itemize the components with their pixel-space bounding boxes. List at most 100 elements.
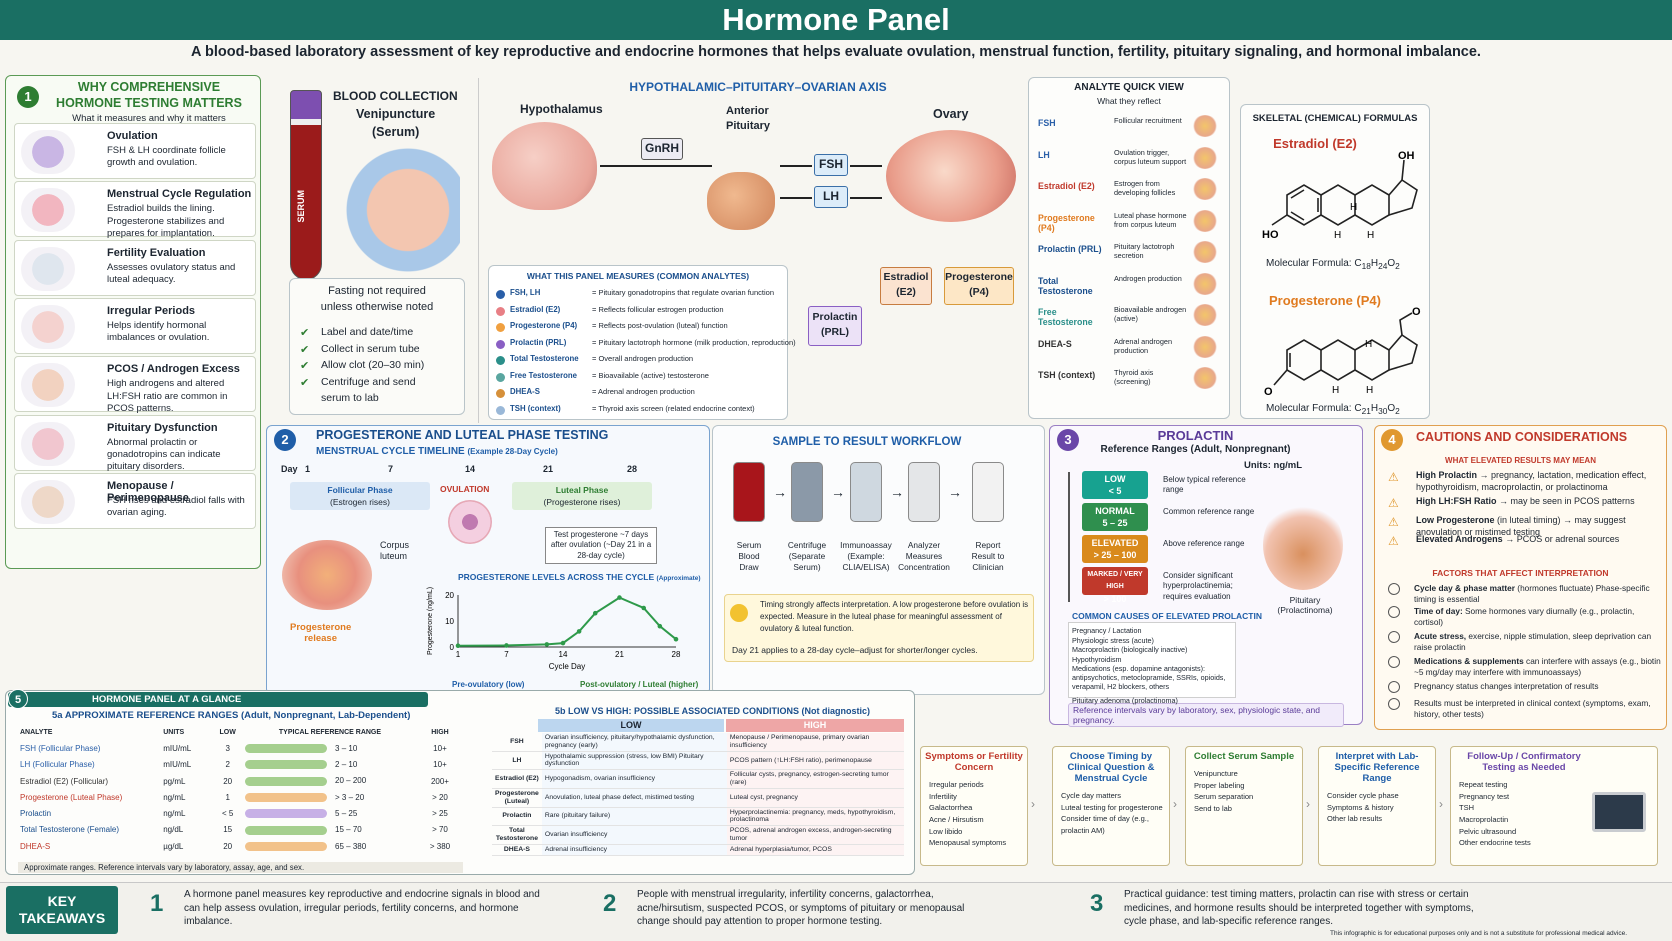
page-title: Hormone Panel [0, 0, 1672, 40]
condition-h: Luteal cyst, pregnancy [726, 788, 904, 808]
page-subtitle: A blood-based laboratory assessment of k… [191, 44, 1481, 60]
measure-desc: = Pituitary gonadotropins that regulate … [592, 288, 774, 297]
reference-u: mIU/mL [163, 743, 192, 753]
timeline-example: (Example 28-Day Cycle) [467, 447, 558, 456]
measure-analyte: Prolactin (PRL) [510, 337, 567, 347]
quick-desc: Adrenal androgen production [1114, 336, 1173, 355]
quick-analyte: LH [1038, 149, 1050, 160]
workflow-step-icon [733, 462, 765, 522]
causes-title: COMMON CAUSES OF ELEVATED PROLACTIN [1072, 611, 1262, 621]
section-1-badge: 1 [17, 86, 39, 108]
range-bar [245, 825, 328, 835]
prolactin-note: Reference intervals vary by laboratory, … [1068, 703, 1344, 727]
why-item-desc: Abnormal prolactin or gonadotropins can … [107, 436, 221, 473]
condition-h: PCOS pattern (↑LH:FSH ratio), perimenopa… [726, 751, 904, 771]
flow-step-item: Symptoms & history [1327, 802, 1394, 812]
blood-sub-2: (Serum) [372, 125, 420, 139]
condition-h: Hyperprolactinemia: pregnancy, meds, hyp… [726, 807, 904, 827]
takeaway-text: People with menstrual irregularity, infe… [637, 889, 965, 927]
analyte-dot [496, 389, 505, 398]
reference-hi: 10+ [433, 743, 447, 753]
flow-step-item: Proper labeling [1194, 780, 1245, 790]
section-2-badge: 2 [274, 429, 296, 451]
why-item-title: Irregular Periods [107, 304, 196, 317]
elevated-item: Low Progesterone (in luteal timing) → ma… [1416, 515, 1660, 538]
quick-icon [1192, 146, 1218, 169]
corpus-luteum-image [282, 540, 372, 610]
takeaways-label-2: TAKEAWAYS [18, 910, 106, 926]
why-item-title: Menopause / Perimenopause [107, 479, 189, 504]
condition-a: LH [492, 751, 542, 771]
quick-icon [1192, 209, 1218, 232]
flow-step-title: Symptoms or Fertility Concern [925, 751, 1023, 773]
factors-title: FACTORS THAT AFFECT INTERPRETATION [1432, 568, 1609, 578]
arrow-fsh [780, 165, 812, 167]
range-bar [245, 744, 328, 754]
x-tick-label: 14 [559, 650, 568, 659]
flow-step-item: Send to lab [1194, 803, 1232, 813]
reference-a: Estradiol (E2) (Follicular) [20, 776, 109, 786]
level-name: MARKED / VERY HIGH [1087, 571, 1143, 590]
workflow-step-label: Concentration [898, 562, 950, 572]
follicular-label: Follicular Phase [327, 485, 393, 495]
workflow-step-icon [908, 462, 940, 522]
x-tick-label: 21 [615, 650, 624, 659]
check-icon: ✔ [300, 376, 310, 389]
why-item-title: Menstrual Cycle Regulation [107, 188, 252, 201]
estradiol-abbr: (E2) [896, 286, 916, 298]
y-tick-label: 0 [450, 643, 455, 652]
estradiol-box: Estradiol(E2) [880, 267, 932, 305]
arrow-lh [780, 197, 812, 199]
check-icon: ✔ [300, 327, 310, 339]
quick-analyte: TSH (context) [1038, 370, 1096, 380]
reference-hi: 10+ [433, 760, 447, 770]
prolactin-level-box: LOW< 5 [1082, 471, 1148, 499]
quick-desc: Pituitary lactotroph secretion [1114, 242, 1175, 261]
elevated-title: WHAT ELEVATED RESULTS MAY MEAN [1445, 456, 1596, 465]
factor-icon [1388, 583, 1400, 595]
condition-l: Anovulation, luteal phase defect, mistim… [541, 788, 727, 808]
quick-icon [1192, 178, 1218, 200]
condition-a: Prolactin [492, 807, 542, 827]
flow-step-item: TSH [1459, 803, 1474, 813]
arrow-lh-2 [850, 197, 882, 199]
prolactin-subtitle: Reference Ranges (Adult, Nonpregnant) [1100, 444, 1291, 455]
flow-arrow: › [1439, 797, 1443, 811]
measure-analyte: DHEA-S [510, 387, 540, 396]
test-timing-box: Test progesterone ~7 days after ovulatio… [545, 527, 657, 565]
reference-range-cell: 15 – 70 [243, 822, 417, 838]
gnrh-box: GnRH [641, 138, 683, 160]
ovulation-follicle-icon [448, 500, 492, 544]
reference-range-cell: > 3 – 20 [243, 789, 417, 805]
pituitary-caption: Pituitary(Prolactinoma) [1263, 595, 1347, 615]
warning-icon: ⚠ [1388, 534, 1399, 548]
quick-desc: Ovulation trigger, corpus luteum support [1114, 147, 1187, 166]
flow-step-item: Other lab results [1327, 814, 1383, 824]
data-point [455, 643, 461, 648]
check-item: serum to lab [321, 392, 379, 404]
workflow-step-icon [791, 462, 823, 522]
why-item-desc: Estradiol builds the lining. Progesteron… [107, 203, 225, 239]
range-bar [245, 760, 328, 770]
workflow-step-label: Centrifuge [787, 540, 827, 550]
factor-desc: Some hormones vary diurnally (e.g., prol… [1414, 606, 1635, 627]
flow-arrow: › [1031, 797, 1035, 811]
condition-l: Hypothalamic suppression (stress, low BM… [541, 751, 727, 771]
why-subtitle: What it measures and why it matters [72, 113, 226, 124]
reference-range: 20 – 200 [335, 776, 367, 786]
factor-item: Acute stress, exercise, nipple stimulati… [1414, 631, 1662, 653]
workflow-step-label: Measures [905, 551, 943, 561]
condition-h: Adrenal hyperplasia/tumor, PCOS [726, 844, 904, 856]
measure-analyte: Estradiol (E2) [510, 304, 561, 314]
quick-icon [1192, 335, 1218, 358]
blood-sub-1: Venipuncture [356, 107, 436, 121]
cautions-title: CAUTIONS AND CONSIDERATIONS [1416, 430, 1628, 444]
quick-analyte: Progesterone (P4) [1038, 212, 1095, 233]
